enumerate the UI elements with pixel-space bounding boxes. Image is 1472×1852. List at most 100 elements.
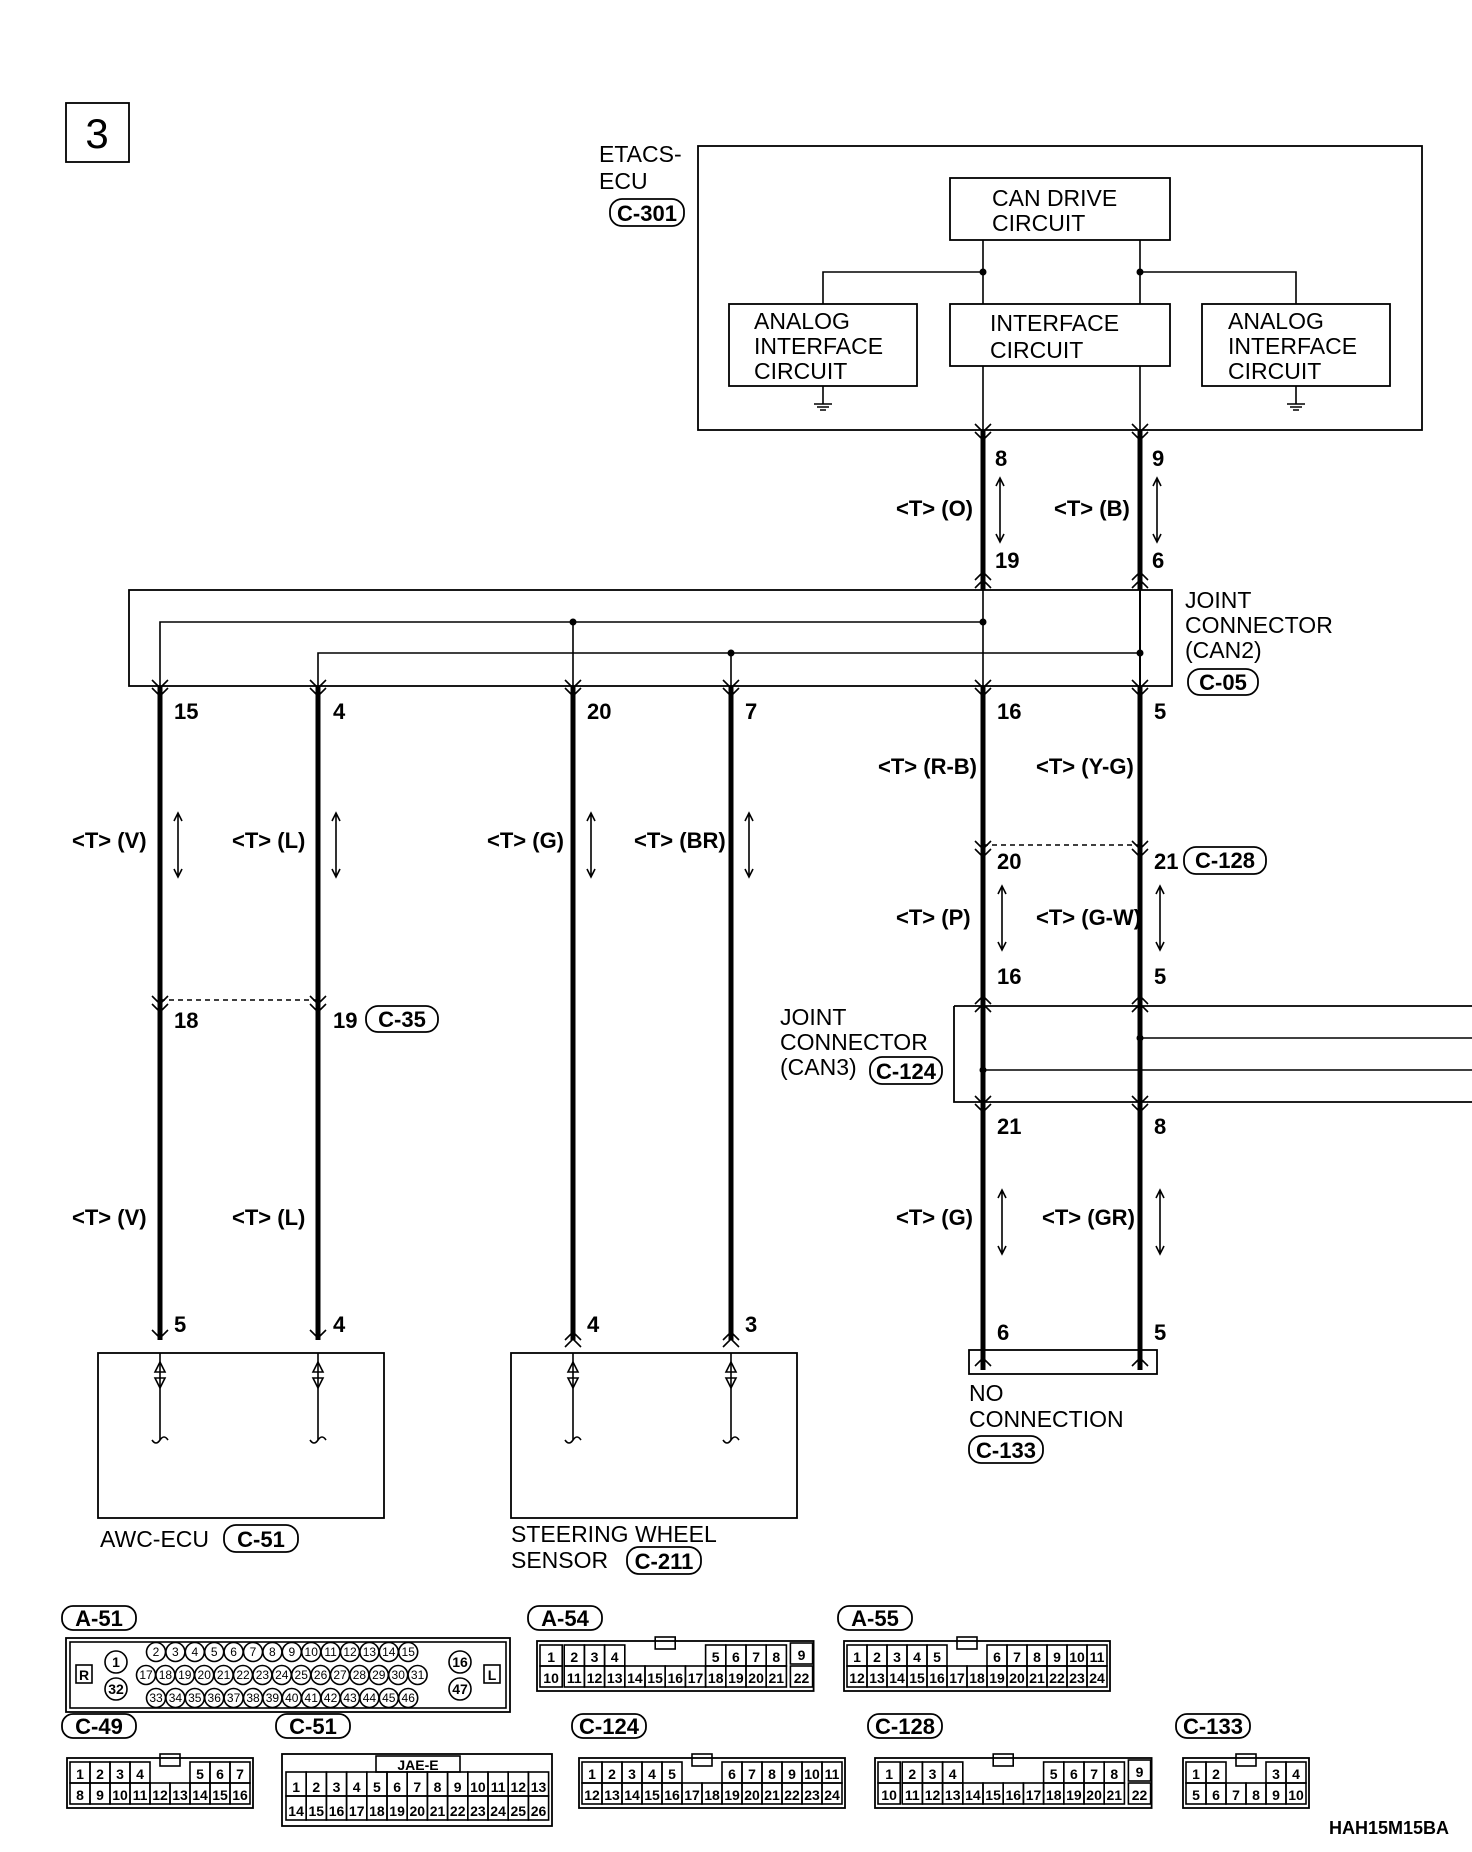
c124-label: C-124 [579, 1714, 640, 1739]
a51-pin: 7 [250, 1645, 257, 1659]
wire-color-o: <T> (O) [896, 496, 973, 521]
a51-pin: 9 [288, 1645, 295, 1659]
can2-pin-15: 15 [174, 699, 198, 724]
c124-pin: 21 [764, 1787, 780, 1803]
c124-pin: 14 [624, 1787, 640, 1803]
a51-pin: 46 [402, 1691, 416, 1705]
a55-pin: 15 [909, 1670, 925, 1686]
c133-pin: 8 [1252, 1787, 1260, 1803]
c133-pin: 7 [1232, 1787, 1240, 1803]
c124-pin: 10 [804, 1766, 820, 1782]
a54-pin: 6 [732, 1649, 740, 1665]
etacs-can2-wires: 8 9 19 6 <T> (O) <T> (B) [896, 423, 1164, 590]
c124-pin: 22 [784, 1787, 800, 1803]
sws-pin-3: 3 [745, 1312, 757, 1337]
a54-pin: 13 [607, 1670, 623, 1686]
bidirectional-arrow-icon [997, 884, 1007, 952]
c128b-pin: 8 [1110, 1766, 1118, 1782]
a54-pin: 14 [627, 1670, 643, 1686]
ground-icon [1287, 386, 1305, 411]
c128b-pin: 9 [1136, 1764, 1144, 1780]
a54-pin: 18 [708, 1670, 724, 1686]
a54-pin: 21 [769, 1670, 785, 1686]
c51-pin: 9 [454, 1779, 462, 1795]
c128-pin-20: 20 [997, 849, 1021, 874]
c49-pin: 13 [172, 1787, 188, 1803]
c124-pin: 18 [704, 1787, 720, 1803]
c124-pin: 2 [608, 1766, 616, 1782]
c124-pin: 15 [644, 1787, 660, 1803]
c124-pin: 24 [824, 1787, 840, 1803]
wire-color-v-lower: <T> (V) [72, 1205, 147, 1230]
a55-pin: 6 [993, 1649, 1001, 1665]
wire-color-b: <T> (B) [1054, 496, 1130, 521]
a51-pin: 13 [363, 1645, 377, 1659]
a55-pin: 23 [1069, 1670, 1085, 1686]
c51-pin: 26 [531, 1803, 547, 1819]
a51-pin: 24 [275, 1668, 289, 1682]
a55-pin: 24 [1089, 1670, 1105, 1686]
c124-pin: 13 [604, 1787, 620, 1803]
a54-pin: 16 [668, 1670, 684, 1686]
c49-label: C-49 [75, 1714, 123, 1739]
a51-pin: 28 [353, 1668, 367, 1682]
a51-pin: 29 [372, 1668, 386, 1682]
a55-pin: 2 [873, 1649, 881, 1665]
can2-pin-4: 4 [333, 699, 346, 724]
a51-pin: 22 [236, 1668, 250, 1682]
a55-pin: 12 [849, 1670, 865, 1686]
a51-pin: 32 [108, 1681, 124, 1697]
c128b-pin: 10 [881, 1787, 897, 1803]
wire-color-gr: <T> (GR) [1042, 1205, 1135, 1230]
c128b-pin: 16 [1006, 1787, 1022, 1803]
etacs-pin-9: 9 [1152, 446, 1164, 471]
wire-color-br: <T> (BR) [634, 828, 726, 853]
noconn-line1: NO [969, 1380, 1004, 1406]
noconn-line2: CONNECTION [969, 1406, 1124, 1432]
c51-pin: 19 [389, 1803, 405, 1819]
a55-pin: 19 [989, 1670, 1005, 1686]
a51-pin: 16 [452, 1654, 468, 1670]
can-drive-line1: CAN DRIVE [992, 185, 1117, 211]
sws-name-line1: STEERING WHEEL [511, 1521, 717, 1547]
c124-pin: 12 [584, 1787, 600, 1803]
a55-pin: 20 [1009, 1670, 1025, 1686]
a51-pin: 25 [295, 1668, 309, 1682]
c128b-pin: 21 [1107, 1787, 1123, 1803]
c49-pin: 4 [136, 1766, 144, 1782]
c49-pin: 9 [96, 1787, 104, 1803]
c51-pin: 7 [413, 1779, 421, 1795]
c51-pin: 3 [333, 1779, 341, 1795]
c133-pin: 5 [1192, 1787, 1200, 1803]
c133-pin: 6 [1212, 1787, 1220, 1803]
c51-pin: 20 [410, 1803, 426, 1819]
bidirectional-arrow-icon [586, 811, 596, 879]
c133-pin: 9 [1272, 1787, 1280, 1803]
c128b-pin: 13 [945, 1787, 961, 1803]
sws-wires: <T> (G) <T> (BR) 4 3 [487, 686, 757, 1348]
a51-pin: 15 [402, 1645, 416, 1659]
c51-pin: 14 [288, 1803, 304, 1819]
c133-pin: 4 [1292, 1766, 1300, 1782]
can2-pin-5: 5 [1154, 699, 1166, 724]
c49-pin: 14 [192, 1787, 208, 1803]
a51-pin: 2 [153, 1645, 160, 1659]
c51-pin: 10 [470, 1779, 486, 1795]
a54-pin: 10 [543, 1670, 559, 1686]
bidirectional-arrow-icon [1155, 1188, 1165, 1256]
a54-pin: 12 [587, 1670, 603, 1686]
a54-label: A-54 [541, 1606, 589, 1631]
a54-pin: 19 [728, 1670, 744, 1686]
a54-pin: 3 [591, 1649, 599, 1665]
awc-ecu: AWC-ECU C-51 [97, 1352, 385, 1553]
a54-pin: 15 [647, 1670, 663, 1686]
c128b-pin: 18 [1046, 1787, 1062, 1803]
a51-pin: 6 [230, 1645, 237, 1659]
can2-line3: (CAN2) [1185, 637, 1262, 663]
a54-pin: 20 [748, 1670, 764, 1686]
awc-connector: C-51 [237, 1527, 285, 1552]
